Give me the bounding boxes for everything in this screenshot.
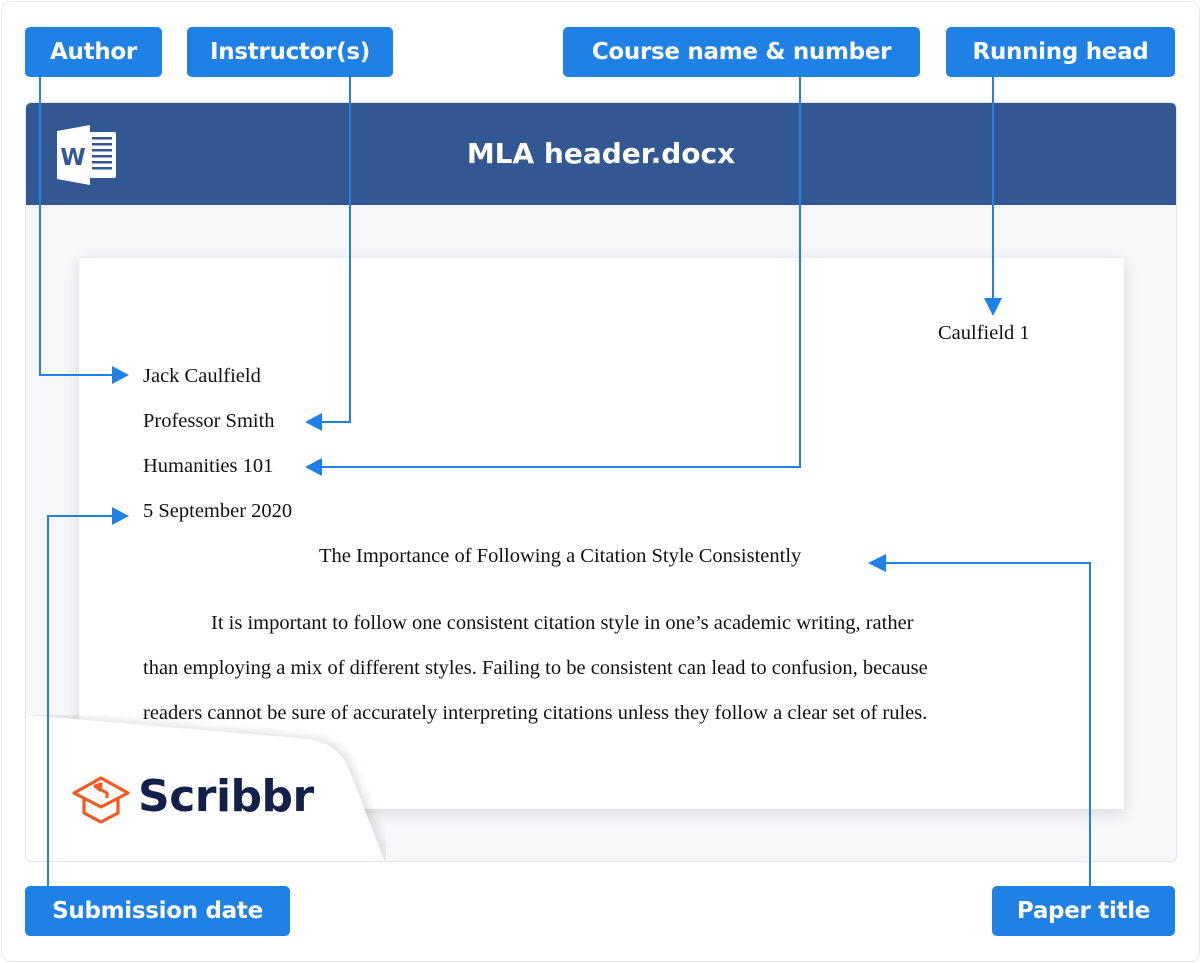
paragraph-line: It is important to follow one consistent… [211, 612, 914, 634]
paragraph-line: readers cannot be sure of accurately int… [143, 702, 928, 724]
label-running-head: Running head [946, 27, 1175, 77]
date-text: 5 September 2020 [143, 500, 293, 522]
paper-title-text: The Importance of Following a Citation S… [319, 545, 802, 567]
author-text: Jack Caulfield [143, 365, 261, 387]
label-course: Course name & number [563, 27, 920, 77]
title-bar: W MLA header.docx [26, 103, 1176, 205]
document-window: W MLA header.docx Scribbr [25, 102, 1177, 862]
running-head-text: Caulfield 1 [938, 322, 1030, 344]
label-paper-title: Paper title [992, 886, 1175, 936]
course-text: Humanities 101 [143, 455, 274, 477]
paragraph-line: than employing a mix of different styles… [143, 657, 928, 679]
label-author: Author [25, 27, 162, 77]
window-title: MLA header.docx [466, 137, 736, 170]
instructor-text: Professor Smith [143, 410, 275, 432]
label-instructor: Instructor(s) [187, 27, 393, 77]
scribbr-logo-icon [72, 776, 130, 824]
label-submission-date: Submission date [25, 886, 290, 936]
scribbr-logo-text: Scribbr [138, 771, 314, 822]
